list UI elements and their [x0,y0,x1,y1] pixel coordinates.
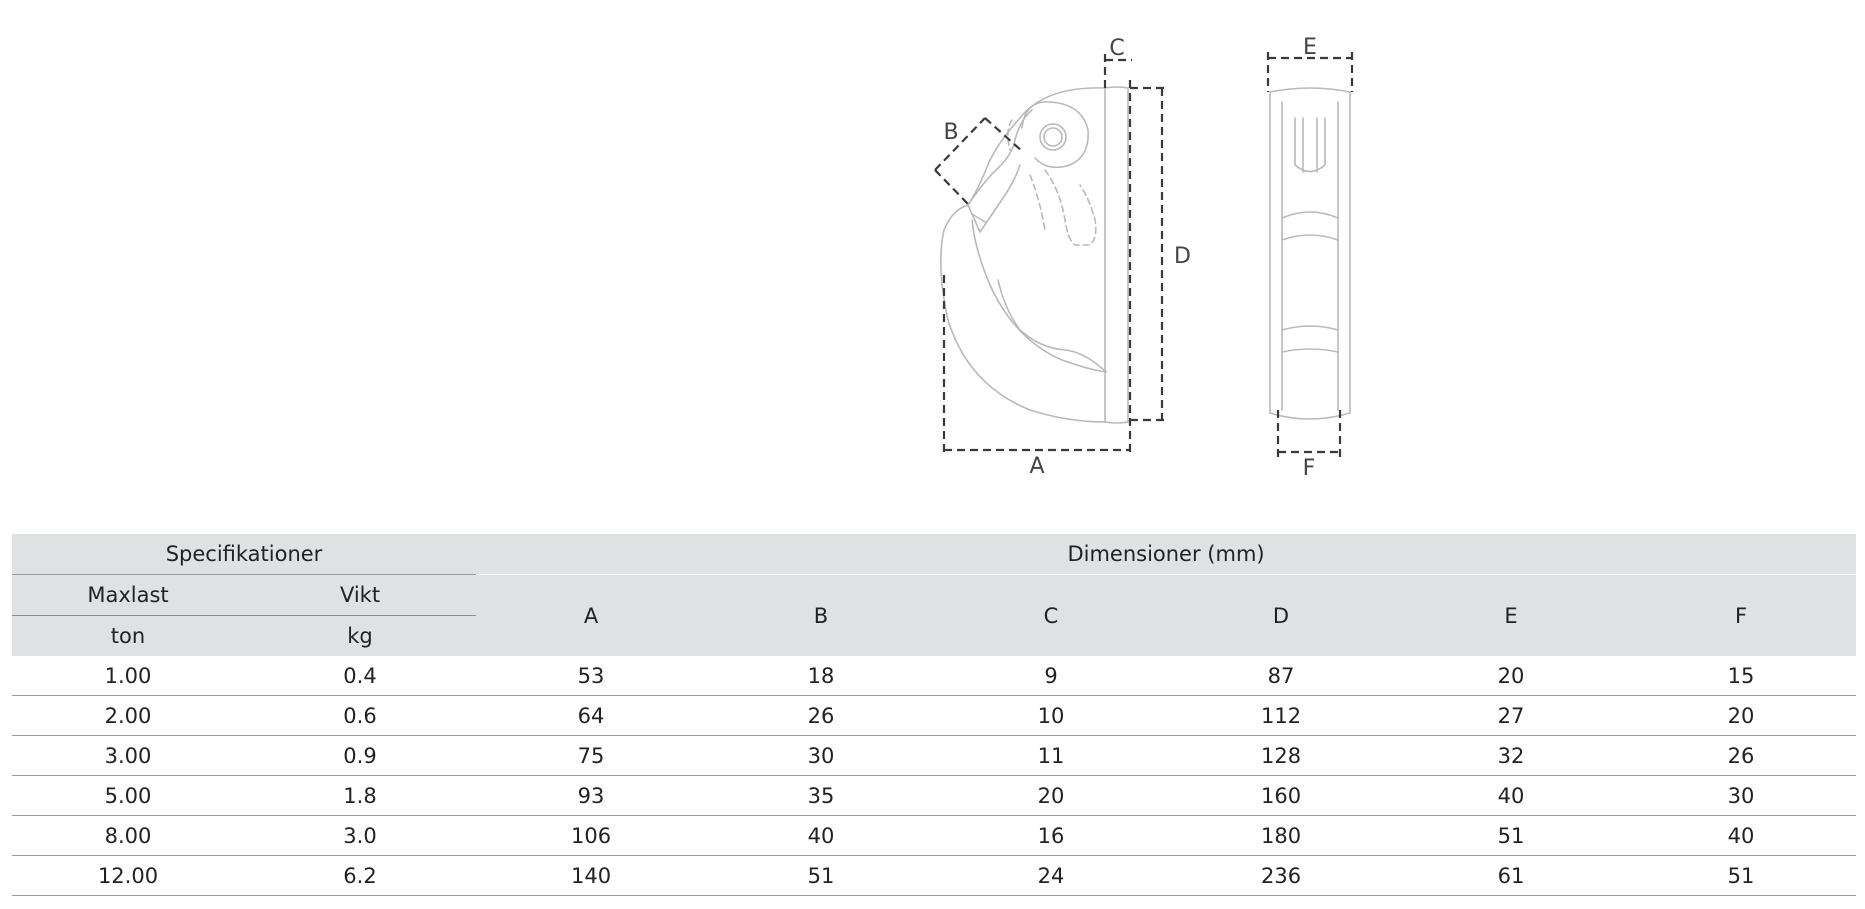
maxlast-cell: 12.00 [12,855,244,896]
dimension-e-cell: 61 [1396,855,1627,896]
maxlast-unit: ton [12,615,244,656]
specifications-table: Specifikationer Dimensioner (mm) Maxlast… [12,534,1857,896]
table-row: 2.00 0.6 64 26 10 112 27 20 [12,695,1857,736]
vikt-cell: 1.8 [244,775,477,816]
maxlast-cell: 1.00 [12,656,244,696]
vikt-unit: kg [244,615,477,656]
dimension-b-cell: 30 [706,735,937,776]
dimension-lines [934,52,1354,458]
vikt-cell: 6.2 [244,855,477,896]
dimension-d-cell: 112 [1166,695,1397,736]
dimension-b-cell: 51 [706,855,937,896]
dimension-f-cell: 51 [1626,855,1857,896]
dimension-f-cell: 30 [1626,775,1857,816]
dimension-d-cell: 180 [1166,815,1397,856]
hook-front-view [1269,87,1351,420]
dimension-b-header: B [706,574,937,656]
dimensions-group-header: Dimensioner (mm) [476,534,1857,575]
dimension-label-c: C [1109,36,1124,61]
dimension-b-cell: 18 [706,656,937,696]
table-row: 12.00 6.2 140 51 24 236 61 51 [12,855,1857,896]
dimension-f-cell: 15 [1626,656,1857,696]
maxlast-cell: 2.00 [12,695,244,736]
dimension-c-cell: 16 [936,815,1167,856]
dimension-f-cell: 40 [1626,815,1857,856]
dimension-a-header: A [476,574,707,656]
dimension-f-cell: 26 [1626,735,1857,776]
vikt-cell: 3.0 [244,815,477,856]
maxlast-header: Maxlast [12,574,244,616]
dimension-e-header: E [1396,574,1627,656]
vikt-cell: 0.6 [244,695,477,736]
dimension-c-cell: 9 [936,656,1167,696]
dimension-a-cell: 106 [476,815,707,856]
specifications-group-header: Specifikationer [12,534,477,575]
dimension-d-cell: 87 [1166,656,1397,696]
hook-technical-drawing: A B C D E F [934,35,1354,481]
dimension-c-cell: 20 [936,775,1167,816]
dimension-b-cell: 26 [706,695,937,736]
dimension-e-cell: 51 [1396,815,1627,856]
maxlast-cell: 5.00 [12,775,244,816]
dimension-label-b: B [943,120,958,145]
dimension-e-cell: 20 [1396,656,1627,696]
dimension-c-cell: 24 [936,855,1167,896]
dimension-e-cell: 32 [1396,735,1627,776]
dimension-b-cell: 35 [706,775,937,816]
dimension-b-cell: 40 [706,815,937,856]
table-row: 8.00 3.0 106 40 16 180 51 40 [12,815,1857,856]
vikt-header: Vikt [244,574,477,616]
maxlast-cell: 8.00 [12,815,244,856]
dimension-label-a: A [1029,454,1044,479]
dimension-c-cell: 10 [936,695,1167,736]
table-row: 1.00 0.4 53 18 9 87 20 15 [12,656,1857,696]
dimension-f-header: F [1626,574,1857,656]
hook-side-view [940,86,1129,424]
maxlast-cell: 3.00 [12,735,244,776]
dimension-a-cell: 64 [476,695,707,736]
dimension-label-e: E [1303,35,1317,60]
vikt-cell: 0.4 [244,656,477,696]
dimension-label-d: D [1174,244,1191,269]
table-row: 5.00 1.8 93 35 20 160 40 30 [12,775,1857,816]
dimension-a-cell: 140 [476,855,707,896]
dimension-a-cell: 75 [476,735,707,776]
vikt-cell: 0.9 [244,735,477,776]
dimension-c-cell: 11 [936,735,1167,776]
table-row: 3.00 0.9 75 30 11 128 32 26 [12,735,1857,776]
dimension-e-cell: 27 [1396,695,1627,736]
dimension-a-cell: 93 [476,775,707,816]
dimension-c-header: C [936,574,1167,656]
dimension-e-cell: 40 [1396,775,1627,816]
dimension-d-cell: 160 [1166,775,1397,816]
dimension-label-f: F [1303,456,1316,481]
dimension-d-cell: 236 [1166,855,1397,896]
dimension-d-header: D [1166,574,1397,656]
dimension-d-cell: 128 [1166,735,1397,776]
dimension-f-cell: 20 [1626,695,1857,736]
dimension-a-cell: 53 [476,656,707,696]
